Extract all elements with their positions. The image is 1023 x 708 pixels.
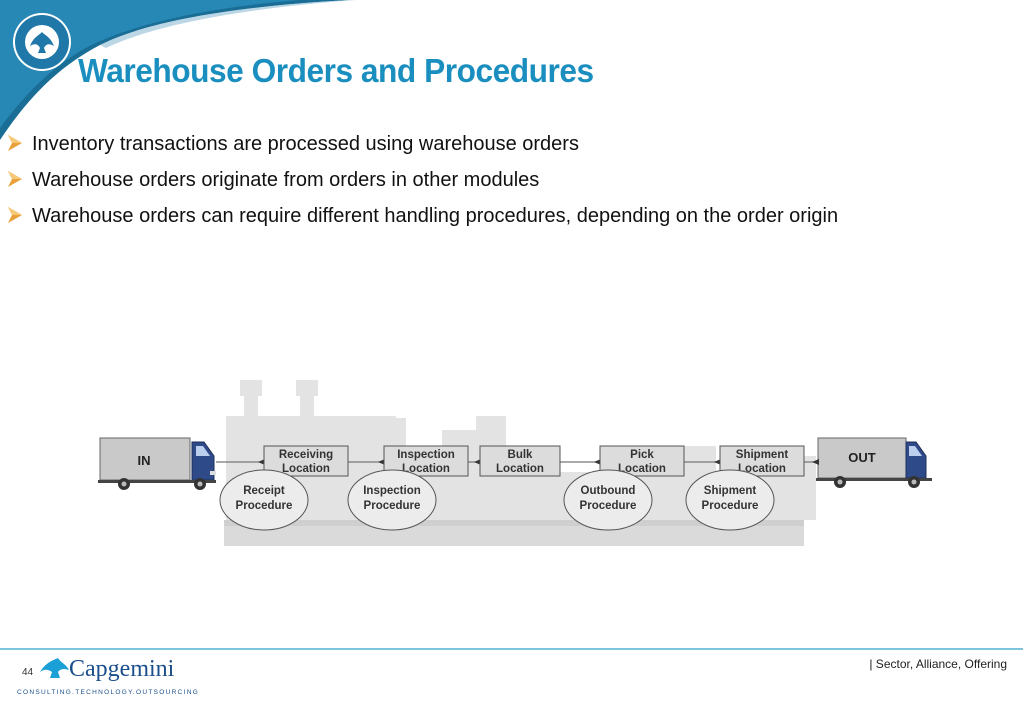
arrowhead-bullet-icon: [8, 135, 22, 151]
truck-out-icon: [816, 437, 932, 488]
footer-sector-text: | Sector, Alliance, Offering: [869, 657, 1007, 671]
svg-text:Receiving: Receiving: [279, 449, 333, 461]
footer-divider: [0, 648, 1023, 650]
svg-text:Pick: Pick: [630, 449, 654, 461]
warehouse-flow-diagram: IN OUT Receiving Location Inspection Loc…: [98, 380, 932, 546]
truck-in-label: IN: [138, 453, 151, 468]
svg-text:Location: Location: [738, 463, 786, 475]
slide-title: Warehouse Orders and Procedures: [78, 52, 594, 89]
arrowhead-bullet-icon: [8, 171, 22, 187]
svg-text:Procedure: Procedure: [702, 500, 759, 512]
svg-text:Location: Location: [496, 463, 544, 475]
svg-text:Location: Location: [402, 463, 450, 475]
bullet-item: Inventory transactions are processed usi…: [8, 130, 838, 166]
page-number: 44: [22, 667, 34, 678]
svg-text:Procedure: Procedure: [236, 500, 293, 512]
arrowhead-bullet-icon: [8, 207, 22, 223]
svg-text:Location: Location: [282, 463, 330, 475]
procedure-ellipse: Outbound Procedure: [563, 469, 653, 531]
bullet-item: Warehouse orders can require different h…: [8, 202, 838, 238]
svg-text:Inspection: Inspection: [363, 485, 421, 497]
svg-text:Shipment: Shipment: [736, 449, 789, 461]
capgemini-spade-logo-icon: [40, 658, 69, 678]
svg-text:Bulk: Bulk: [508, 449, 534, 461]
corner-decoration: [0, 0, 356, 140]
truck-in-icon: [98, 437, 216, 490]
svg-text:Receipt: Receipt: [243, 485, 285, 497]
location-box: Bulk Location: [479, 445, 561, 477]
brand-tagline: CONSULTING.TECHNOLOGY.OUTSOURCING: [17, 689, 200, 696]
truck-out-label: OUT: [848, 450, 876, 465]
svg-text:Inspection: Inspection: [397, 449, 455, 461]
bullet-text: Warehouse orders can require different h…: [32, 205, 839, 227]
svg-text:Location: Location: [618, 463, 666, 475]
bullet-list: Inventory transactions are processed usi…: [8, 130, 838, 238]
procedure-ellipse: Inspection Procedure: [347, 469, 437, 531]
location-box: Inspection Location: [383, 445, 469, 477]
procedure-ellipse: Shipment Procedure: [685, 469, 775, 531]
svg-text:Procedure: Procedure: [580, 500, 637, 512]
svg-text:Outbound: Outbound: [581, 485, 636, 497]
svg-text:Procedure: Procedure: [364, 500, 421, 512]
procedure-ellipse: Receipt Procedure: [219, 469, 309, 531]
brand-name: Capgemini: [69, 656, 175, 682]
collaborative-badge-icon: [13, 13, 71, 71]
svg-text:Shipment: Shipment: [704, 485, 757, 497]
bullet-text: Inventory transactions are processed usi…: [32, 133, 579, 155]
bullet-text: Warehouse orders originate from orders i…: [32, 169, 540, 191]
bullet-item: Warehouse orders originate from orders i…: [8, 166, 838, 202]
